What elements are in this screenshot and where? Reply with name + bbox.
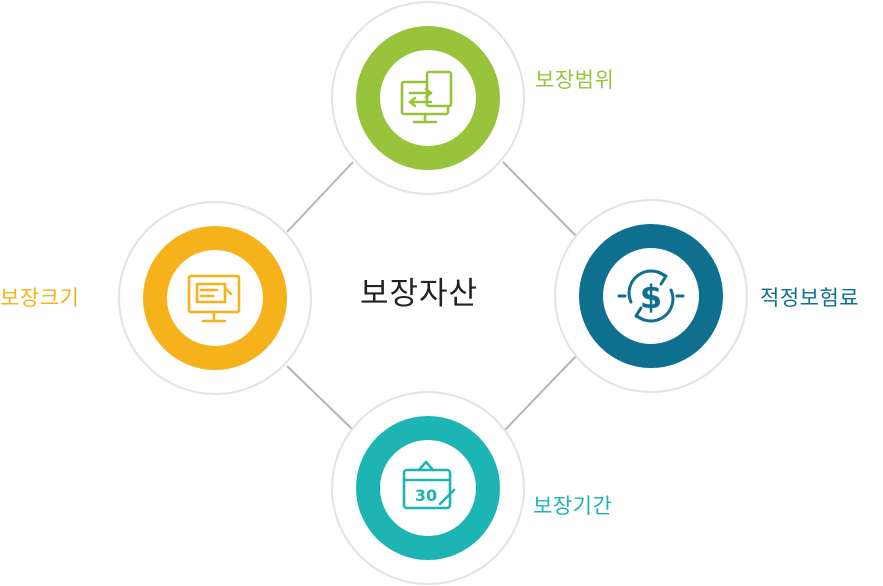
dollar-cycle-icon	[617, 269, 685, 323]
calendar-icon	[402, 460, 456, 510]
node-fair-premium: $	[553, 198, 749, 394]
computer-transfer-icon	[400, 70, 453, 124]
calendar-day: 30	[415, 486, 437, 505]
center-title: 보장자산	[360, 276, 479, 312]
connector-top-right	[502, 161, 579, 239]
dollar-sign: $	[640, 278, 662, 316]
node-label-coverage-range: 보장범위	[535, 68, 615, 92]
node-label-coverage-period: 보장기간	[533, 494, 613, 518]
connector-left-top	[286, 161, 354, 233]
node-coverage-size	[117, 200, 313, 396]
monitor-icon	[187, 274, 241, 323]
node-label-coverage-size: 보장크기	[0, 286, 80, 310]
connector-right-bottom	[502, 355, 577, 433]
coverage-size-ring	[143, 226, 287, 370]
node-label-fair-premium: 적정보험료	[760, 286, 860, 310]
coverage-range-ring	[356, 26, 500, 170]
fair-premium-ring	[579, 224, 723, 368]
node-coverage-period: 30	[330, 390, 526, 586]
node-coverage-range	[330, 0, 526, 196]
connector-bottom-left	[286, 365, 354, 431]
coverage-period-ring	[356, 416, 500, 560]
